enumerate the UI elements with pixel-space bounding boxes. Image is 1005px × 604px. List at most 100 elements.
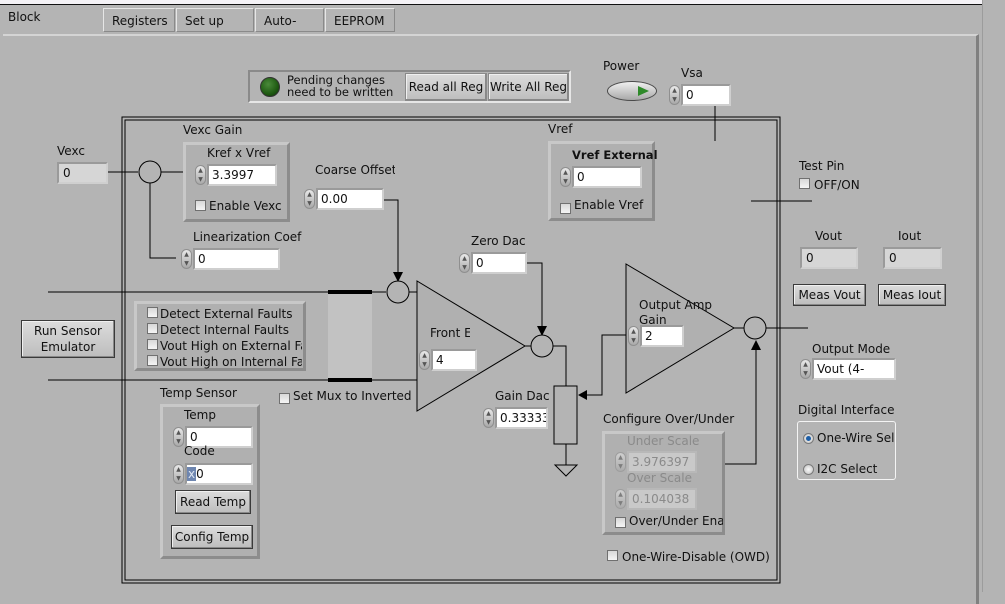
enable-vexc-label: Enable Vexc [209, 199, 282, 213]
vref-cluster: Vref External ▲▼ 0 Enable Vref [548, 141, 658, 221]
vout-indicator: 0 [800, 247, 858, 269]
temp-label: Temp [184, 408, 216, 422]
temp-sensor-title: Temp Sensor [160, 386, 237, 400]
enable-vref-checkbox[interactable] [560, 203, 571, 214]
mux-bar-top [328, 290, 372, 294]
wire-linearization [149, 183, 176, 259]
coarse-offset-input[interactable]: 0.00 [316, 188, 384, 210]
under-scale-stepper[interactable]: ▲▼ [615, 452, 626, 472]
offset-sum-node [386, 280, 410, 304]
wire-over-under [724, 348, 757, 465]
digital-interface-group: One-Wire Select I2C Select [797, 421, 896, 480]
over-under-enable-checkbox[interactable] [615, 517, 626, 528]
arrow-zero-dac [537, 326, 547, 336]
power-switch[interactable] [607, 81, 657, 101]
coarse-offset-stepper[interactable]: ▲▼ [304, 189, 315, 209]
detect-internal-faults-checkbox[interactable] [147, 323, 158, 334]
tab-registers[interactable]: Registers [103, 8, 175, 32]
wire-gain-tap [586, 334, 626, 396]
gain-dac-stepper[interactable]: ▲▼ [483, 408, 494, 428]
test-pin-checkbox-label: OFF/ON [814, 178, 860, 192]
output-amp-gain-label: Output Amp Gain [639, 298, 713, 326]
zero-dac-control: ▲▼ 0 [459, 252, 527, 274]
over-scale-stepper[interactable]: ▲▼ [615, 489, 626, 509]
write-all-reg-button[interactable]: Write All Reg [488, 73, 569, 101]
vref-external-stepper[interactable]: ▲▼ [560, 167, 571, 187]
detect-internal-faults-label: Detect Internal Faults [160, 323, 289, 337]
iout-label: Iout [898, 229, 922, 243]
front-end-input[interactable]: 4 [431, 349, 477, 371]
front-end-stepper[interactable]: ▲▼ [419, 350, 430, 370]
vsa-input[interactable]: 0 [681, 84, 731, 106]
read-temp-button[interactable]: Read Temp [175, 490, 251, 514]
zero-dac-label: Zero Dac [471, 234, 526, 248]
over-under-cluster: Under Scale ▲▼ 3.976397 Over Scale ▲▼ 0.… [602, 431, 725, 535]
temp-input[interactable]: 0 [185, 426, 253, 448]
kref-label: Kref x Vref [207, 146, 271, 160]
set-mux-inverted-checkbox[interactable] [279, 393, 290, 404]
coarse-offset-control: ▲▼ 0.00 [304, 188, 384, 210]
output-amp-gain-stepper[interactable]: ▲▼ [628, 326, 639, 346]
under-scale-input[interactable]: 3.976397 [627, 451, 697, 473]
wire-coarse-offset [383, 199, 399, 275]
register-control-bar: Pending changes need to be written Read … [248, 70, 571, 103]
vsa-control: ▲▼ 0 [669, 84, 731, 106]
pending-changes-led [260, 77, 280, 97]
temp-control: ▲▼ 0 [173, 426, 255, 448]
code-label: Code [184, 444, 215, 458]
tab-eeprom[interactable]: EEPROM [325, 8, 395, 32]
vref-external-control: ▲▼ 0 [560, 166, 645, 188]
code-stepper[interactable]: ▲▼ [173, 464, 184, 484]
vexc-indicator: 0 [57, 162, 108, 184]
over-scale-control: ▲▼ 0.104038 [615, 488, 699, 510]
meas-vout-button[interactable]: Meas Vout [793, 284, 866, 306]
linearization-input[interactable]: 0 [193, 248, 280, 270]
run-sensor-emulator-button[interactable]: Run Sensor Emulator [21, 320, 115, 358]
faults-cluster: Detect External Faults Detect Internal F… [134, 301, 306, 371]
config-temp-button[interactable]: Config Temp [171, 525, 253, 549]
coarse-offset-label: Coarse Offset [315, 163, 395, 177]
kref-stepper[interactable]: ▲▼ [195, 165, 206, 185]
gain-dac-input[interactable]: 0.33333 [495, 407, 548, 429]
code-input[interactable]: x0 [185, 463, 253, 485]
vref-external-input[interactable]: 0 [572, 166, 642, 188]
vout-high-internal-checkbox[interactable] [147, 355, 158, 366]
gain-dac-resistor [553, 385, 578, 445]
temp-stepper[interactable]: ▲▼ [173, 427, 184, 447]
output-mode-ring[interactable]: Vout (4- [812, 358, 896, 380]
tab-auto-cal[interactable]: Auto-Cal [255, 8, 324, 52]
kref-input[interactable]: 3.3997 [207, 164, 277, 186]
over-scale-input[interactable]: 0.104038 [627, 488, 697, 510]
vsa-label: Vsa [681, 66, 703, 80]
vout-label: Vout [815, 229, 842, 243]
vexc-label: Vexc [57, 144, 85, 158]
detect-external-faults-checkbox[interactable] [147, 307, 158, 318]
zero-dac-stepper[interactable]: ▲▼ [459, 253, 470, 273]
meas-iout-button[interactable]: Meas Iout [878, 284, 946, 306]
output-amp-gain-input[interactable]: 2 [640, 325, 684, 347]
code-radix-indicator[interactable]: x [187, 467, 197, 481]
enable-vref-label: Enable Vref [574, 198, 644, 212]
under-scale-label: Under Scale [627, 434, 700, 448]
kref-control: ▲▼ 3.3997 [195, 164, 280, 186]
zero-dac-input[interactable]: 0 [471, 252, 527, 274]
over-scale-label: Over Scale [627, 471, 692, 485]
vout-high-external-checkbox[interactable] [147, 339, 158, 350]
temp-sensor-cluster: Temp ▲▼ 0 Code ▲▼ x0 Read Temp Config Te… [160, 404, 260, 559]
vsa-stepper[interactable]: ▲▼ [669, 85, 680, 105]
one-wire-label: One-Wire Select [817, 431, 895, 445]
linearization-stepper[interactable]: ▲▼ [181, 249, 192, 269]
wire-zero-dac [526, 262, 543, 328]
i2c-radio[interactable] [803, 464, 814, 475]
set-mux-inverted-label: Set Mux to Inverted [293, 389, 412, 403]
one-wire-radio[interactable] [803, 433, 814, 444]
test-pin-checkbox[interactable] [799, 178, 810, 189]
owd-checkbox[interactable] [607, 550, 618, 561]
output-mode-stepper[interactable]: ▲▼ [800, 359, 811, 379]
read-all-reg-button[interactable]: Read all Reg [405, 73, 487, 101]
enable-vexc-checkbox[interactable] [195, 200, 206, 211]
i2c-label: I2C Select [817, 462, 878, 476]
digital-interface-title: Digital Interface [798, 403, 895, 417]
code-control: ▲▼ x0 [173, 463, 255, 485]
vref-title: Vref [548, 122, 573, 136]
